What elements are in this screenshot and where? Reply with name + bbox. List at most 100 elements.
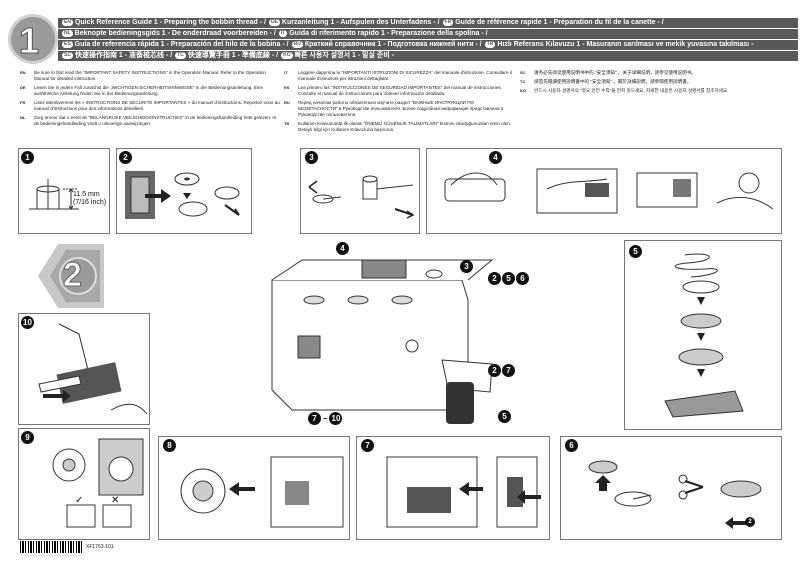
step-2-number: 2 [119,151,132,164]
badge-number: 1 [18,20,40,62]
step-3-number: 3 [305,151,318,164]
note-text: 반드시 사용자 설명서의 "중요 안전 수칙"을 먼저 읽으세요. 자세한 내용… [534,88,729,93]
callout-4: 4 [336,242,349,255]
note-row: TR Kullanım Kılavuzunda ilk olarak "ÖNEML… [284,121,514,133]
callout-10: 10 [329,412,343,425]
language-tag: RU [291,41,303,48]
note-language-tag: TC [520,79,526,84]
note-language-tag: NL [20,115,26,120]
note-text: 请务必先阅读使用说明书中的 "安全须知" 。关于详细说明，请参见使用说明书。 [534,70,697,75]
note-text: 請首先閱讀使用說明書中的 "安全須知" 。關於詳細說明，請參閱使用說明書。 [534,79,692,84]
callout-3: 3 [460,260,473,273]
language-tag: KO [281,52,293,59]
thread-pulling-illustration [180,456,344,528]
bobbin-height-imperial: (7/16 inch) [73,199,107,206]
note-language-tag: TR [284,121,290,126]
correct-mark-icon: ✓ [75,495,84,506]
bobbin-spindle-illustration [308,175,415,219]
callout-6: 6 [516,272,529,285]
note-text: Kullanım Kılavuzunda ilk olarak "ÖNEMLİ … [298,121,512,132]
header-title-text: Quick Reference Guide 1 - Preparing the … [74,19,266,26]
note-language-tag: FR [20,100,26,105]
callout-dash: – [323,414,328,423]
step-7-panel: 7 [356,436,550,540]
step-1-number: 1 [21,151,34,164]
language-tag: IT [278,30,288,37]
language-tag: NL [62,30,73,37]
thread-guide-illustration [444,168,774,214]
note-text: Zorg ervoor dat u eerst de "BELANGRIJKE … [34,115,277,126]
bobbin-height-metric: 11.5 mm [73,191,100,198]
header-title-text: Guida di riferimento rapido 1 - Preparaz… [289,30,488,37]
step-10-panel: 10 [18,313,150,425]
bobbin-case-illustration [52,438,144,528]
incorrect-mark-icon: ✕ [111,495,120,506]
callout-2b: 2 [488,364,501,377]
header-title-text: Краткий справочник 1 - Подготовка нижней… [304,41,482,48]
note-row: FR Lisez attentivement les « INSTRUCTIONS… [20,100,280,112]
callout-2: 2 [488,272,501,285]
note-text: Lisez attentivement les « INSTRUCTIONS D… [34,100,280,111]
bobbin-placing-illustration [125,171,240,219]
header-title-text: 빠른 사용자 설명서 1 - 밑실 준비 - [294,52,395,59]
step-6-panel: 6 2 [560,436,782,540]
note-row: SC 请务必先阅读使用说明书中的 "安全须知" 。关于详细说明，请参见使用说明书。 [520,70,780,76]
note-text: Be sure to first read the "IMPORTANT SAF… [34,70,266,81]
note-language-tag: EN [20,70,26,75]
section-2-number: 2 [63,256,83,295]
notes-column-1: EN Be sure to first read the "IMPORTANT S… [20,70,280,130]
part-number: XF1763-101 [86,544,114,550]
note-text: Lesen Sie in jedem Fall zunächst die „WI… [34,85,264,96]
step-4-number: 4 [489,151,502,164]
language-tag: EN [62,19,73,26]
step-10-number: 10 [21,316,34,329]
language-tag: TC [175,52,186,59]
language-tag: ES [62,41,73,48]
step-2-panel: 2 [116,148,252,234]
note-language-tag: SC [520,70,526,75]
callout-group-2-5-6: 2 5 6 [488,272,529,285]
step-3-panel: 3 [300,148,420,234]
note-row: ES Lea primero las "INSTRUCCIONES DE SEGU… [284,85,514,97]
bobbin-winding-illustration [664,253,744,418]
callout-5b: 5 [498,410,511,423]
header-title-text: Hızlı Referans Kılavuzu 1 - Masuranın sa… [497,41,754,48]
bobbin-cover-illustration [386,456,541,528]
note-row: TC 請首先閱讀使用說明書中的 "安全須知" 。關於詳細說明，請參閱使用說明書。 [520,79,780,85]
arrow-label-2: 2 [745,517,755,527]
header-title-text: 快速導覽手冊 1 - 準備底線 - / [187,52,279,59]
step-5-panel: 5 [624,240,782,430]
note-row: KO 반드시 사용자 설명서의 "중요 안전 수칙"을 먼저 읽으세요. 자세한 … [520,88,780,94]
step-8-panel: 8 [158,436,350,540]
language-tag: TR [484,41,496,48]
header-title-text: Kurzanleitung 1 - Aufspulen des Unterfad… [281,19,440,26]
barcode [20,541,82,553]
note-language-tag: DE [20,85,26,90]
step-4-panel: 4 [426,148,782,234]
section-2-badge: 2 [36,242,104,310]
notes-column-3: SC 请务必先阅读使用说明书中的 "安全须知" 。关于详细说明，请参见使用说明书。… [520,70,780,97]
step-8-number: 8 [163,439,176,452]
sewing-machine-illustration: 4 3 2 5 6 2 7 5 7 – 10 [262,240,529,430]
step-6-number: 6 [565,439,578,452]
language-tag: SC [62,52,73,59]
callout-7: 7 [502,364,515,377]
note-row: DE Lesen Sie in jedem Fall zunächst die „… [20,85,280,97]
header-title-text: 快速操作指南 1 - 准备梭芯线 - / [74,52,173,59]
step-9-number: 9 [21,431,34,444]
quick-guide-badge: 1 [8,14,58,64]
note-row: NL Zorg ervoor dat u eerst de "BELANGRIJK… [20,115,280,127]
thread-cutting-illustration [588,460,762,529]
note-text: Lea primero las "INSTRUCCIONES DE SEGURI… [298,85,502,96]
note-language-tag: KO [520,88,526,93]
needle-threading-illustration [38,323,148,415]
header-title-text: Guide de référence rapide 1 - Préparatio… [455,19,664,26]
note-language-tag: ES [284,85,290,90]
note-row: EN Be sure to first read the "IMPORTANT S… [20,70,280,82]
